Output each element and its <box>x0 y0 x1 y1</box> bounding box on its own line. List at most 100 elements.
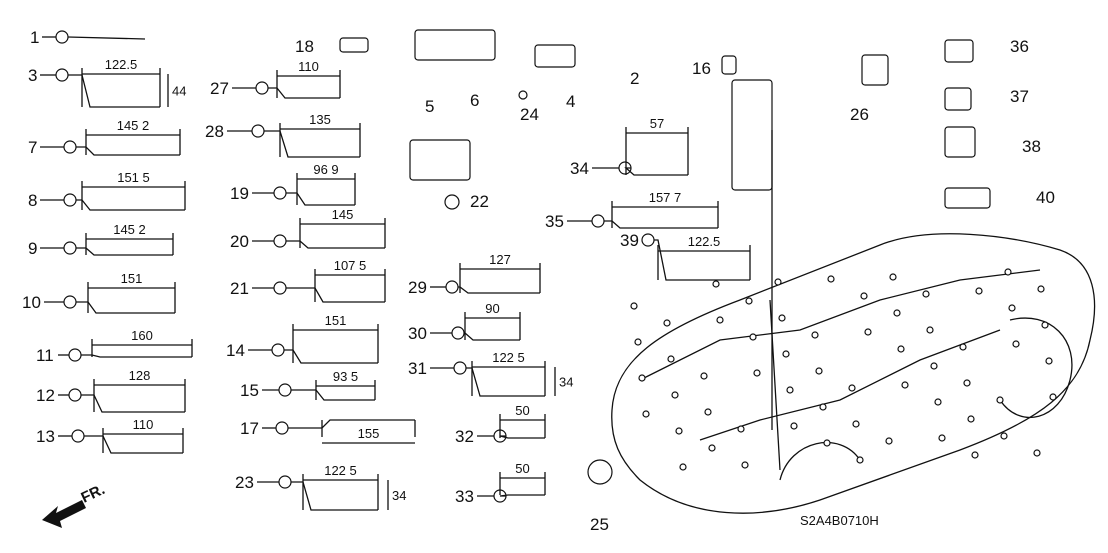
connector-point <box>1045 357 1053 365</box>
part-shape <box>721 55 737 75</box>
callout-number: 4 <box>566 92 575 111</box>
clip-head <box>641 233 655 247</box>
clip-head <box>273 234 287 248</box>
clip-head <box>255 81 269 95</box>
connector-point <box>1008 304 1016 312</box>
clip-head <box>63 241 77 255</box>
part-16: 16 <box>692 55 737 78</box>
callout-number: 23 <box>235 473 254 492</box>
part-shape <box>944 87 972 111</box>
connector-point <box>926 326 934 334</box>
callout-number: 26 <box>850 105 869 124</box>
part-shape <box>944 126 976 158</box>
car-wheel-outline <box>999 317 1073 418</box>
callout-number: 32 <box>455 427 474 446</box>
connector-point <box>971 451 979 459</box>
clip-strap <box>68 74 160 108</box>
connector-point <box>934 398 942 406</box>
connector-point <box>638 374 646 382</box>
connector-point <box>938 434 946 442</box>
clip-head <box>271 343 285 357</box>
callout-number: 28 <box>205 122 224 141</box>
dimension-length: 107 5 <box>334 258 367 273</box>
connector-point <box>897 345 905 353</box>
dimension-length: 90 <box>485 301 499 316</box>
clip-strap <box>286 192 355 206</box>
part-shape <box>444 194 460 210</box>
connector-point <box>823 439 831 447</box>
clip-strap <box>81 354 192 358</box>
callout-number: 35 <box>545 212 564 231</box>
callout-number: 29 <box>408 278 427 297</box>
clip-head <box>55 68 69 82</box>
clip-strap <box>81 394 185 413</box>
clip-head <box>71 429 85 443</box>
connector-point <box>901 381 909 389</box>
dimension-length: 135 <box>309 112 331 127</box>
connector-point <box>634 338 642 346</box>
dimension-length: 50 <box>515 403 529 418</box>
connector-point <box>712 280 720 288</box>
diagram-code: S2A4B0710H <box>800 513 879 528</box>
clip-head <box>278 475 292 489</box>
clip-32: 32 50 <box>455 403 546 446</box>
callout-number: 17 <box>240 419 259 438</box>
callout-number: 34 <box>570 159 589 178</box>
callout-number: 38 <box>1022 137 1041 156</box>
part-22: 22 <box>444 192 489 211</box>
connector-point <box>811 331 819 339</box>
part-38: 38 <box>944 126 1041 158</box>
clip-strap <box>286 287 385 303</box>
dimension-length: 155 <box>358 426 380 441</box>
clip-strap <box>654 239 750 281</box>
part-shape <box>414 29 496 61</box>
clip-strap <box>84 435 183 454</box>
part-shape <box>518 90 528 100</box>
connector-point <box>856 456 864 464</box>
connector-point <box>704 408 712 416</box>
dimension-length: 93 5 <box>333 369 358 384</box>
connector-point <box>885 437 893 445</box>
connector-point <box>889 273 897 281</box>
clip-strap <box>76 146 180 156</box>
callout-number: 10 <box>22 293 41 312</box>
connector-point <box>893 309 901 317</box>
clip-head <box>68 388 82 402</box>
connector-point <box>815 367 823 375</box>
clip-strap <box>466 367 545 397</box>
part-shape <box>944 39 974 63</box>
connector-point <box>786 386 794 394</box>
connector-point <box>671 391 679 399</box>
callout-number: 16 <box>692 59 711 78</box>
callout-number: 22 <box>470 192 489 211</box>
connector-point <box>1041 321 1049 329</box>
callout-number: 9 <box>28 239 37 258</box>
part-shape <box>944 187 991 209</box>
connector-point <box>753 369 761 377</box>
callout-number: 30 <box>408 324 427 343</box>
connector-point <box>778 314 786 322</box>
clip-strap <box>76 301 175 314</box>
clip-head <box>445 280 459 294</box>
callout-number: 31 <box>408 359 427 378</box>
clip-head <box>273 281 287 295</box>
part-5: 5 <box>409 97 471 181</box>
part-24: 24 <box>518 90 539 124</box>
part-shape <box>339 37 369 53</box>
part-4: 4 <box>534 44 576 111</box>
clip-head <box>68 348 82 362</box>
callout-number: 15 <box>240 381 259 400</box>
clip-head <box>453 361 467 375</box>
connector-point <box>827 275 835 283</box>
clip-28: 28 135 <box>205 112 361 158</box>
clip-strap <box>499 494 545 497</box>
connector-point <box>930 362 938 370</box>
